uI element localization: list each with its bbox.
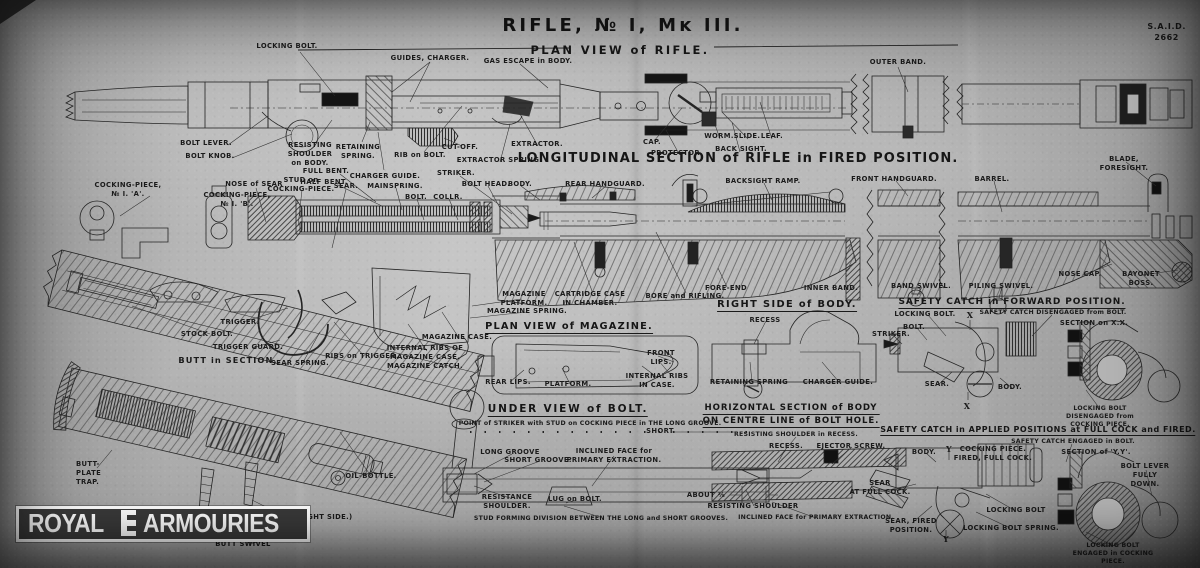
plan-view-drawing <box>65 73 1193 153</box>
longitudinal-section-drawing <box>79 173 1193 315</box>
section-title-under-bolt: UNDER VIEW of BOLT. <box>487 403 649 417</box>
logo-divider-icon <box>121 510 137 536</box>
section-title-safety-applied: SAFETY CATCH in APPLIED POSITIONS at FUL… <box>880 425 1196 436</box>
drawing-subtitle: PLAN VIEW of RIFLE. <box>530 43 710 57</box>
section-title-magazine-plan: PLAN VIEW of MAGAZINE. <box>485 321 653 334</box>
royal-armouries-logo: ROYAL ARMOURIES <box>16 506 310 542</box>
title-rules <box>297 44 959 51</box>
logo-word-royal: ROYAL <box>28 508 104 538</box>
section-title-horizontal-line2: ON CENTRE LINE of BOLT HOLE. <box>702 416 880 428</box>
section-title-right-body: RIGHT SIDE of BODY. <box>717 299 857 312</box>
section-title-safety-forward: SAFETY CATCH in FORWARD POSITION. <box>898 297 1126 309</box>
reference-number: S.A.I.D. 2662 <box>1147 22 1186 44</box>
logo-word-armouries: ARMOURIES <box>143 508 280 538</box>
safety-applied-drawing <box>865 443 1179 547</box>
section-title-horizontal: HORIZONTAL SECTION of BODY ON CENTRE LIN… <box>702 403 880 429</box>
safety-forward-drawing <box>883 320 1181 403</box>
right-side-body-drawing <box>711 310 877 399</box>
reference-number-line1: S.A.I.D. <box>1147 22 1186 31</box>
leader-lines <box>96 51 1179 546</box>
reference-number-line2: 2662 <box>1154 32 1179 42</box>
section-title-horizontal-line1: HORIZONTAL SECTION of BODY <box>702 403 880 415</box>
horizontal-section-drawing <box>711 447 907 502</box>
butt-section-drawing <box>43 249 485 544</box>
section-title-longitudinal: LONGITUDINAL SECTION of RIFLE in FIRED P… <box>517 151 959 166</box>
drawing-title: RIFLE, № I, Mᴋ III. <box>502 15 744 36</box>
magazine-plan-drawing <box>477 335 699 395</box>
